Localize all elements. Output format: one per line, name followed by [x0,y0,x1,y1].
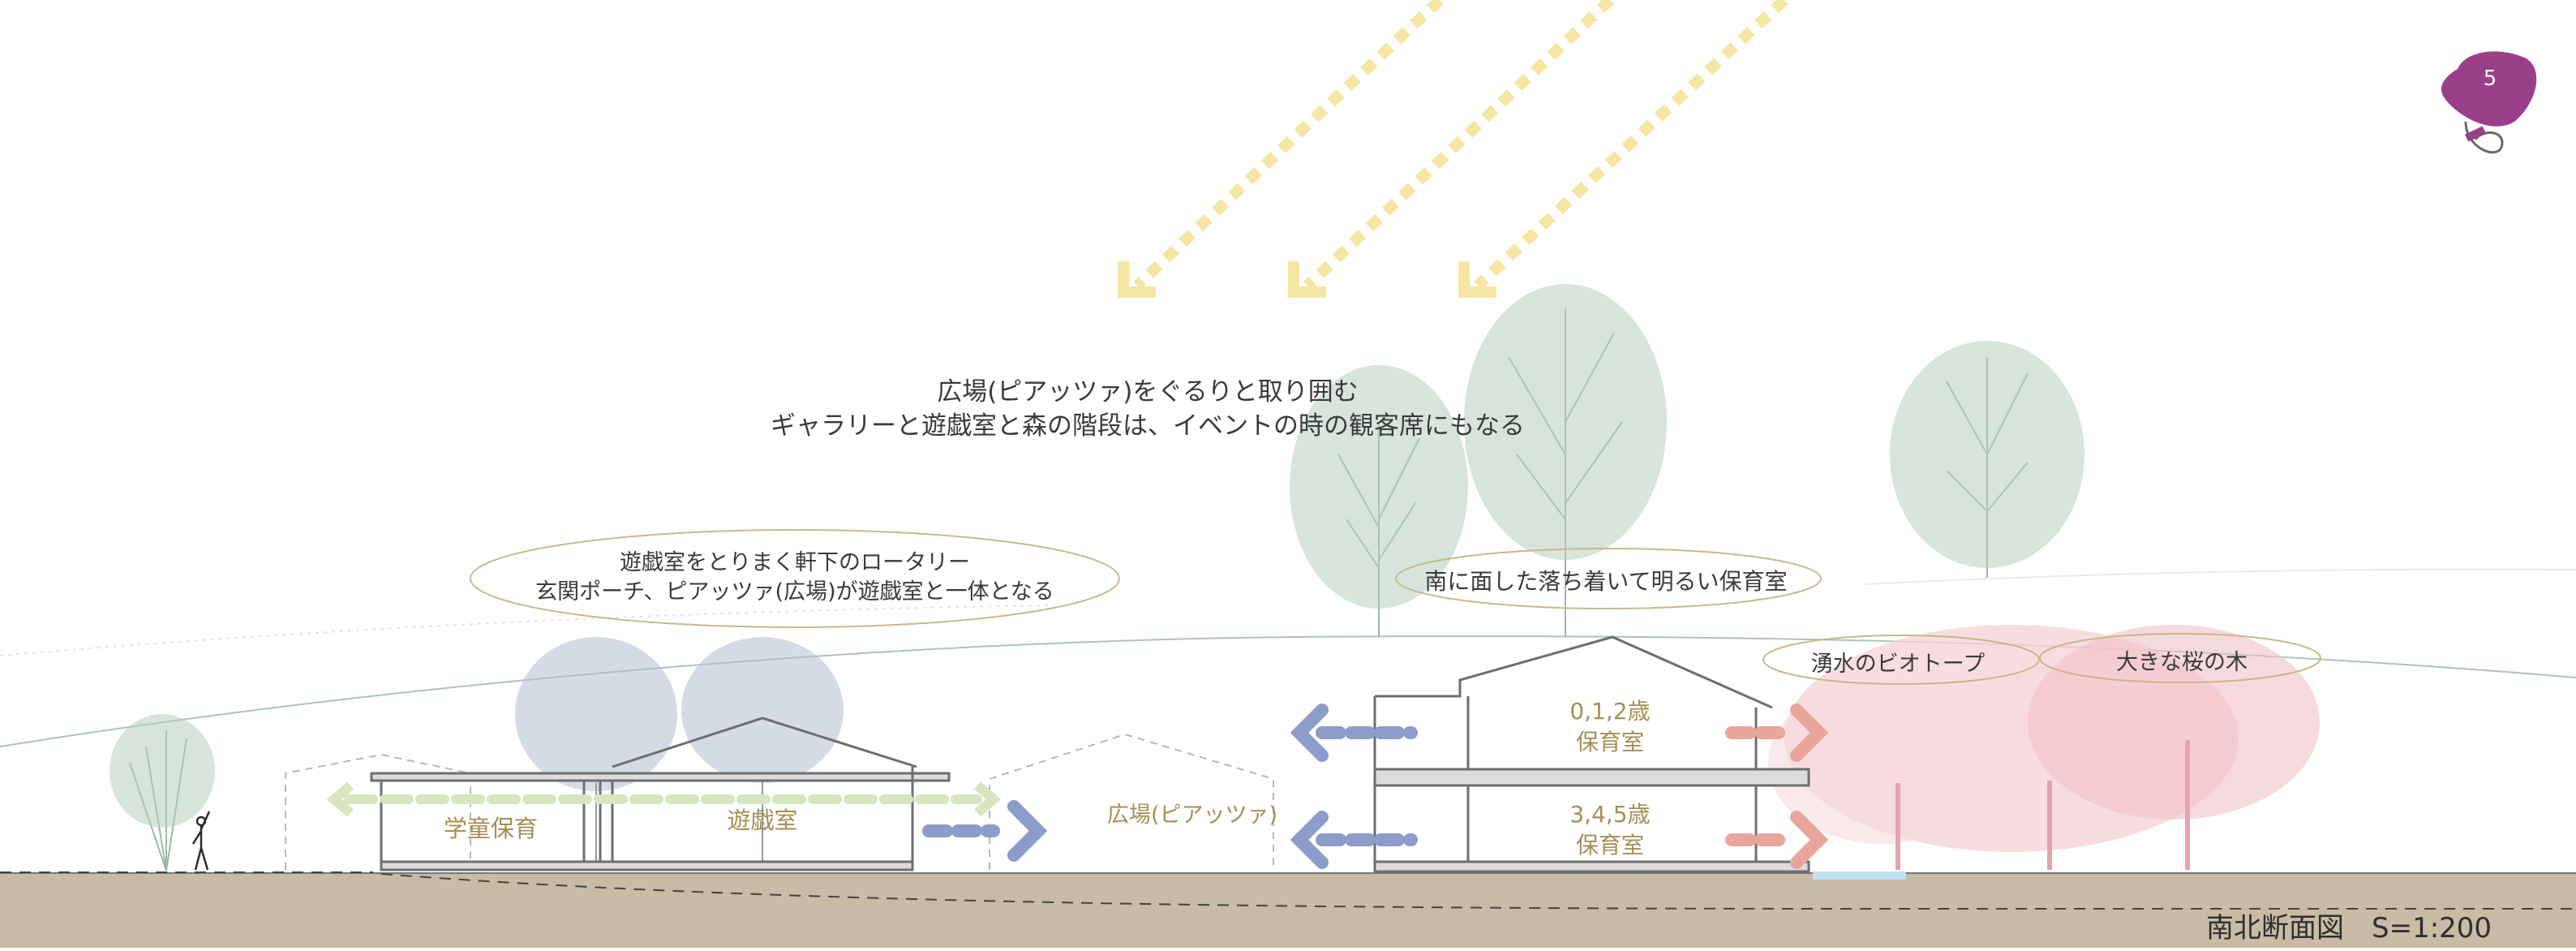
callout-playroom: 遊戯室をとりまく軒下のロータリー 玄関ポーチ、ピアッツァ(広場)が遊戯室と一体と… [470,549,1119,607]
nursery-lower-name: 保育室 [1575,832,1644,858]
nursery-upper-name: 保育室 [1575,729,1644,755]
nursery-building [1373,635,1810,873]
callout-playroom-line-1: 遊戯室をとりまく軒下のロータリー [620,550,970,575]
outdoor-frames [285,733,1274,870]
room-label-gakudo: 学童保育 [443,815,538,842]
wind-arrows-pink [1725,704,1829,869]
sunlight-arrows [1118,0,1788,298]
nursery-lower-ages: 3,4,5歳 [1569,801,1651,828]
page-badge-blob [2441,51,2537,154]
room-label-nursery-upper: 0,1,2歳 保育室 [1533,696,1687,758]
callout-playroom-line-2: 玄関ポーチ、ピアッツァ(広場)が遊戯室と一体となる [535,579,1054,605]
nursery-upper-ages: 0,1,2歳 [1569,698,1651,725]
wind-arrows-blue [922,704,1418,869]
headline-text: 広場(ピアッツァ)をぐるりと取り囲む ギャラリーと遊戯室と森の階段は、イベントの… [730,375,1565,443]
ground [0,871,2576,948]
callout-cherry: 大きな桜の木 [2116,650,2248,675]
drawing-title-scale: 南北断面図 S=1:200 [2206,912,2492,945]
headline-line-1: 広場(ピアッツァ)をぐるりと取り囲む [937,377,1359,407]
grey-foliage [515,637,844,791]
room-label-playroom: 遊戯室 [727,807,798,834]
page-number-badge: 5 [2483,67,2497,91]
person-figure [191,811,211,871]
headline-line-2: ギャラリーと遊戯室と森の階段は、イベントの時の観客席にもなる [771,411,1525,441]
room-label-nursery-lower: 3,4,5歳 保育室 [1533,799,1687,861]
green-foliage [109,284,2084,828]
cherry-blossoms [1768,625,2320,870]
callout-bubbles [470,529,2321,685]
callout-biotope: 湧水のビオトープ [1810,652,1986,677]
playroom-building [370,716,951,871]
room-label-piazza: 広場(ピアッツァ) [1106,803,1278,828]
callout-nursery: 南に面した落ち着いて明るい保育室 [1424,568,1788,595]
circulation-arrow [326,781,1002,817]
